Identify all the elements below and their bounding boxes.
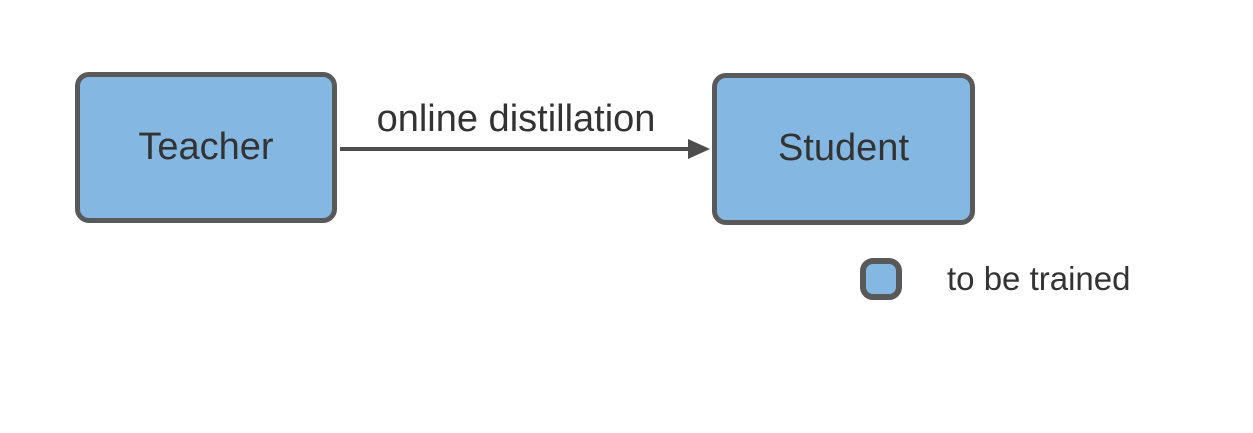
- node-student-label: Student: [778, 127, 909, 170]
- edge-label: online distillation: [340, 98, 692, 140]
- legend-label: to be trained: [947, 260, 1131, 297]
- arrow-head-icon: [688, 139, 710, 159]
- legend-swatch-icon: [860, 258, 902, 300]
- arrow-line: [340, 147, 690, 151]
- node-student: Student: [712, 73, 975, 225]
- legend: to be trained: [860, 258, 1130, 300]
- node-teacher: Teacher: [75, 72, 337, 223]
- node-teacher-label: Teacher: [138, 125, 274, 168]
